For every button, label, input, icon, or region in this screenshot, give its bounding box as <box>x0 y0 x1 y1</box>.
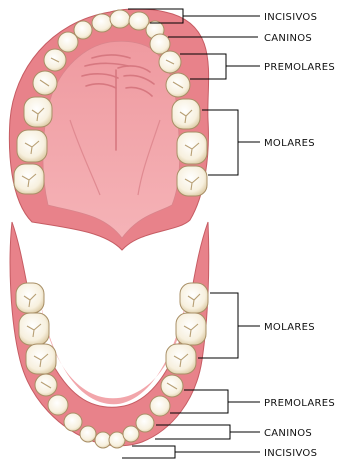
label-upper-caninos: CANINOS <box>264 33 312 44</box>
upper-canine <box>58 32 78 52</box>
upper-molar <box>177 166 207 196</box>
label-lower-incisivos: INCISIVOS <box>264 448 317 459</box>
lower-molar <box>26 344 56 374</box>
leader-lower-caninos <box>155 425 260 439</box>
lower-molar <box>166 344 196 374</box>
lower-molar <box>16 283 44 313</box>
upper-arch <box>9 9 208 250</box>
lower-molar <box>19 313 49 345</box>
lower-incisor <box>80 426 96 442</box>
label-lower-caninos: CANINOS <box>264 428 312 439</box>
leader-lower-incisivos <box>122 446 260 458</box>
upper-molar <box>17 130 47 162</box>
labels: INCISIVOS CANINOS PREMOLARES MOLARES MOL… <box>264 12 335 459</box>
upper-molar <box>172 99 200 129</box>
label-upper-incisivos: INCISIVOS <box>264 12 317 23</box>
label-lower-molares: MOLARES <box>264 322 315 333</box>
label-upper-molares: MOLARES <box>264 138 315 149</box>
lower-molar <box>180 283 208 313</box>
label-upper-premolares: PREMOLARES <box>264 62 335 73</box>
lower-canine <box>64 413 82 431</box>
upper-molar <box>24 97 52 127</box>
upper-molar <box>177 132 207 164</box>
lower-canine <box>136 414 154 432</box>
upper-molar <box>14 164 44 194</box>
lower-molar <box>176 313 206 345</box>
lower-premolar <box>150 396 170 416</box>
upper-incisor <box>92 14 112 32</box>
lower-incisor <box>123 426 139 442</box>
upper-incisor <box>110 10 130 28</box>
lower-premolar <box>48 395 68 415</box>
leader-upper-molares <box>202 110 260 175</box>
lower-arch <box>10 222 209 448</box>
label-lower-premolares: PREMOLARES <box>264 398 335 409</box>
